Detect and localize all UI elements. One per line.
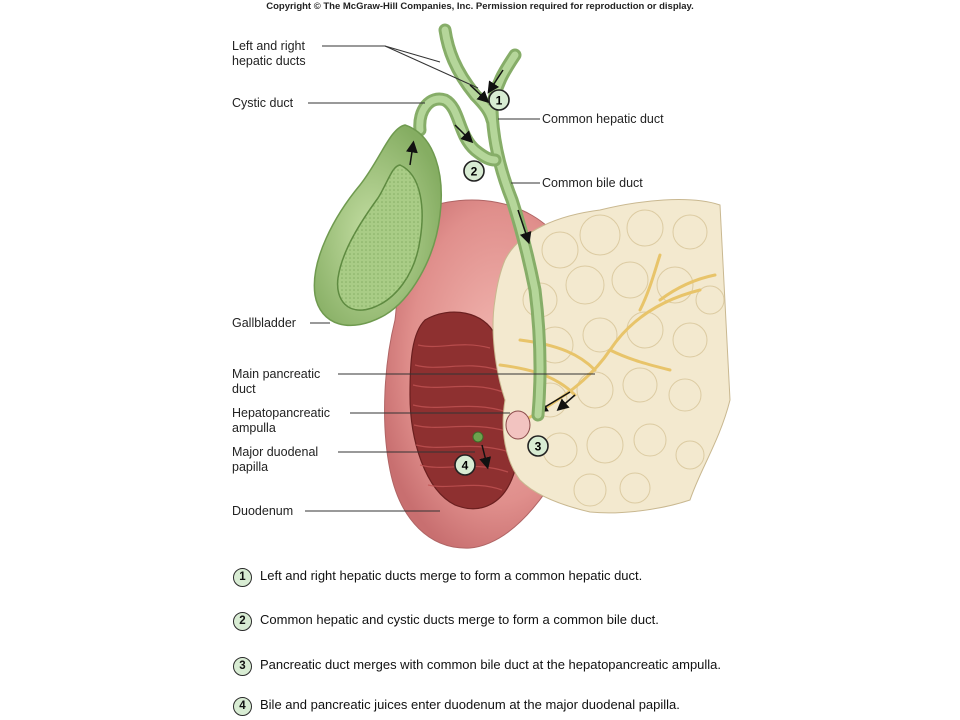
label-cystic-duct: Cystic duct — [232, 96, 294, 110]
figure-marker-2: 2 — [463, 160, 485, 182]
step-number-badge: 4 — [233, 697, 252, 716]
svg-text:4: 4 — [462, 459, 469, 473]
step-text: Left and right hepatic ducts merge to fo… — [260, 568, 643, 583]
step-text: Bile and pancreatic juices enter duodenu… — [260, 697, 680, 712]
step-number-badge: 1 — [233, 568, 252, 587]
label-hepatic-ducts: Left and right hepatic ducts — [232, 39, 306, 68]
ampulla-shape — [505, 410, 531, 440]
duct-system — [413, 23, 547, 422]
step-text: Common hepatic and cystic ducts merge to… — [260, 612, 659, 627]
flow-arrows — [405, 69, 576, 470]
gallbladder-shape — [313, 124, 442, 327]
label-major-duodenal-papilla: Major duodenal papilla — [232, 445, 319, 474]
step-text: Pancreatic duct merges with common bile … — [260, 657, 722, 672]
svg-text:1: 1 — [496, 94, 503, 108]
label-hepatopancreatic-ampulla: Hepatopancreatic ampulla — [232, 406, 330, 435]
figure-marker-1: 1 — [488, 89, 510, 111]
step-number-badge: 2 — [233, 612, 252, 631]
svg-text:2: 2 — [471, 165, 478, 179]
step-number-badge: 3 — [233, 657, 252, 676]
label-duodenum: Duodenum — [232, 504, 294, 518]
svg-text:3: 3 — [535, 440, 542, 454]
copyright-notice: Copyright © The McGraw-Hill Companies, I… — [266, 1, 694, 12]
leader-lines — [305, 45, 595, 512]
label-common-bile-duct: Common bile duct — [542, 176, 643, 190]
label-gallbladder: Gallbladder — [232, 316, 296, 330]
papilla-shape — [472, 431, 484, 443]
label-main-pancreatic-duct: Main pancreatic duct — [232, 367, 321, 396]
label-common-hepatic-duct: Common hepatic duct — [542, 112, 664, 126]
figure-marker-3: 3 — [527, 435, 549, 457]
figure-marker-4: 4 — [454, 454, 476, 476]
